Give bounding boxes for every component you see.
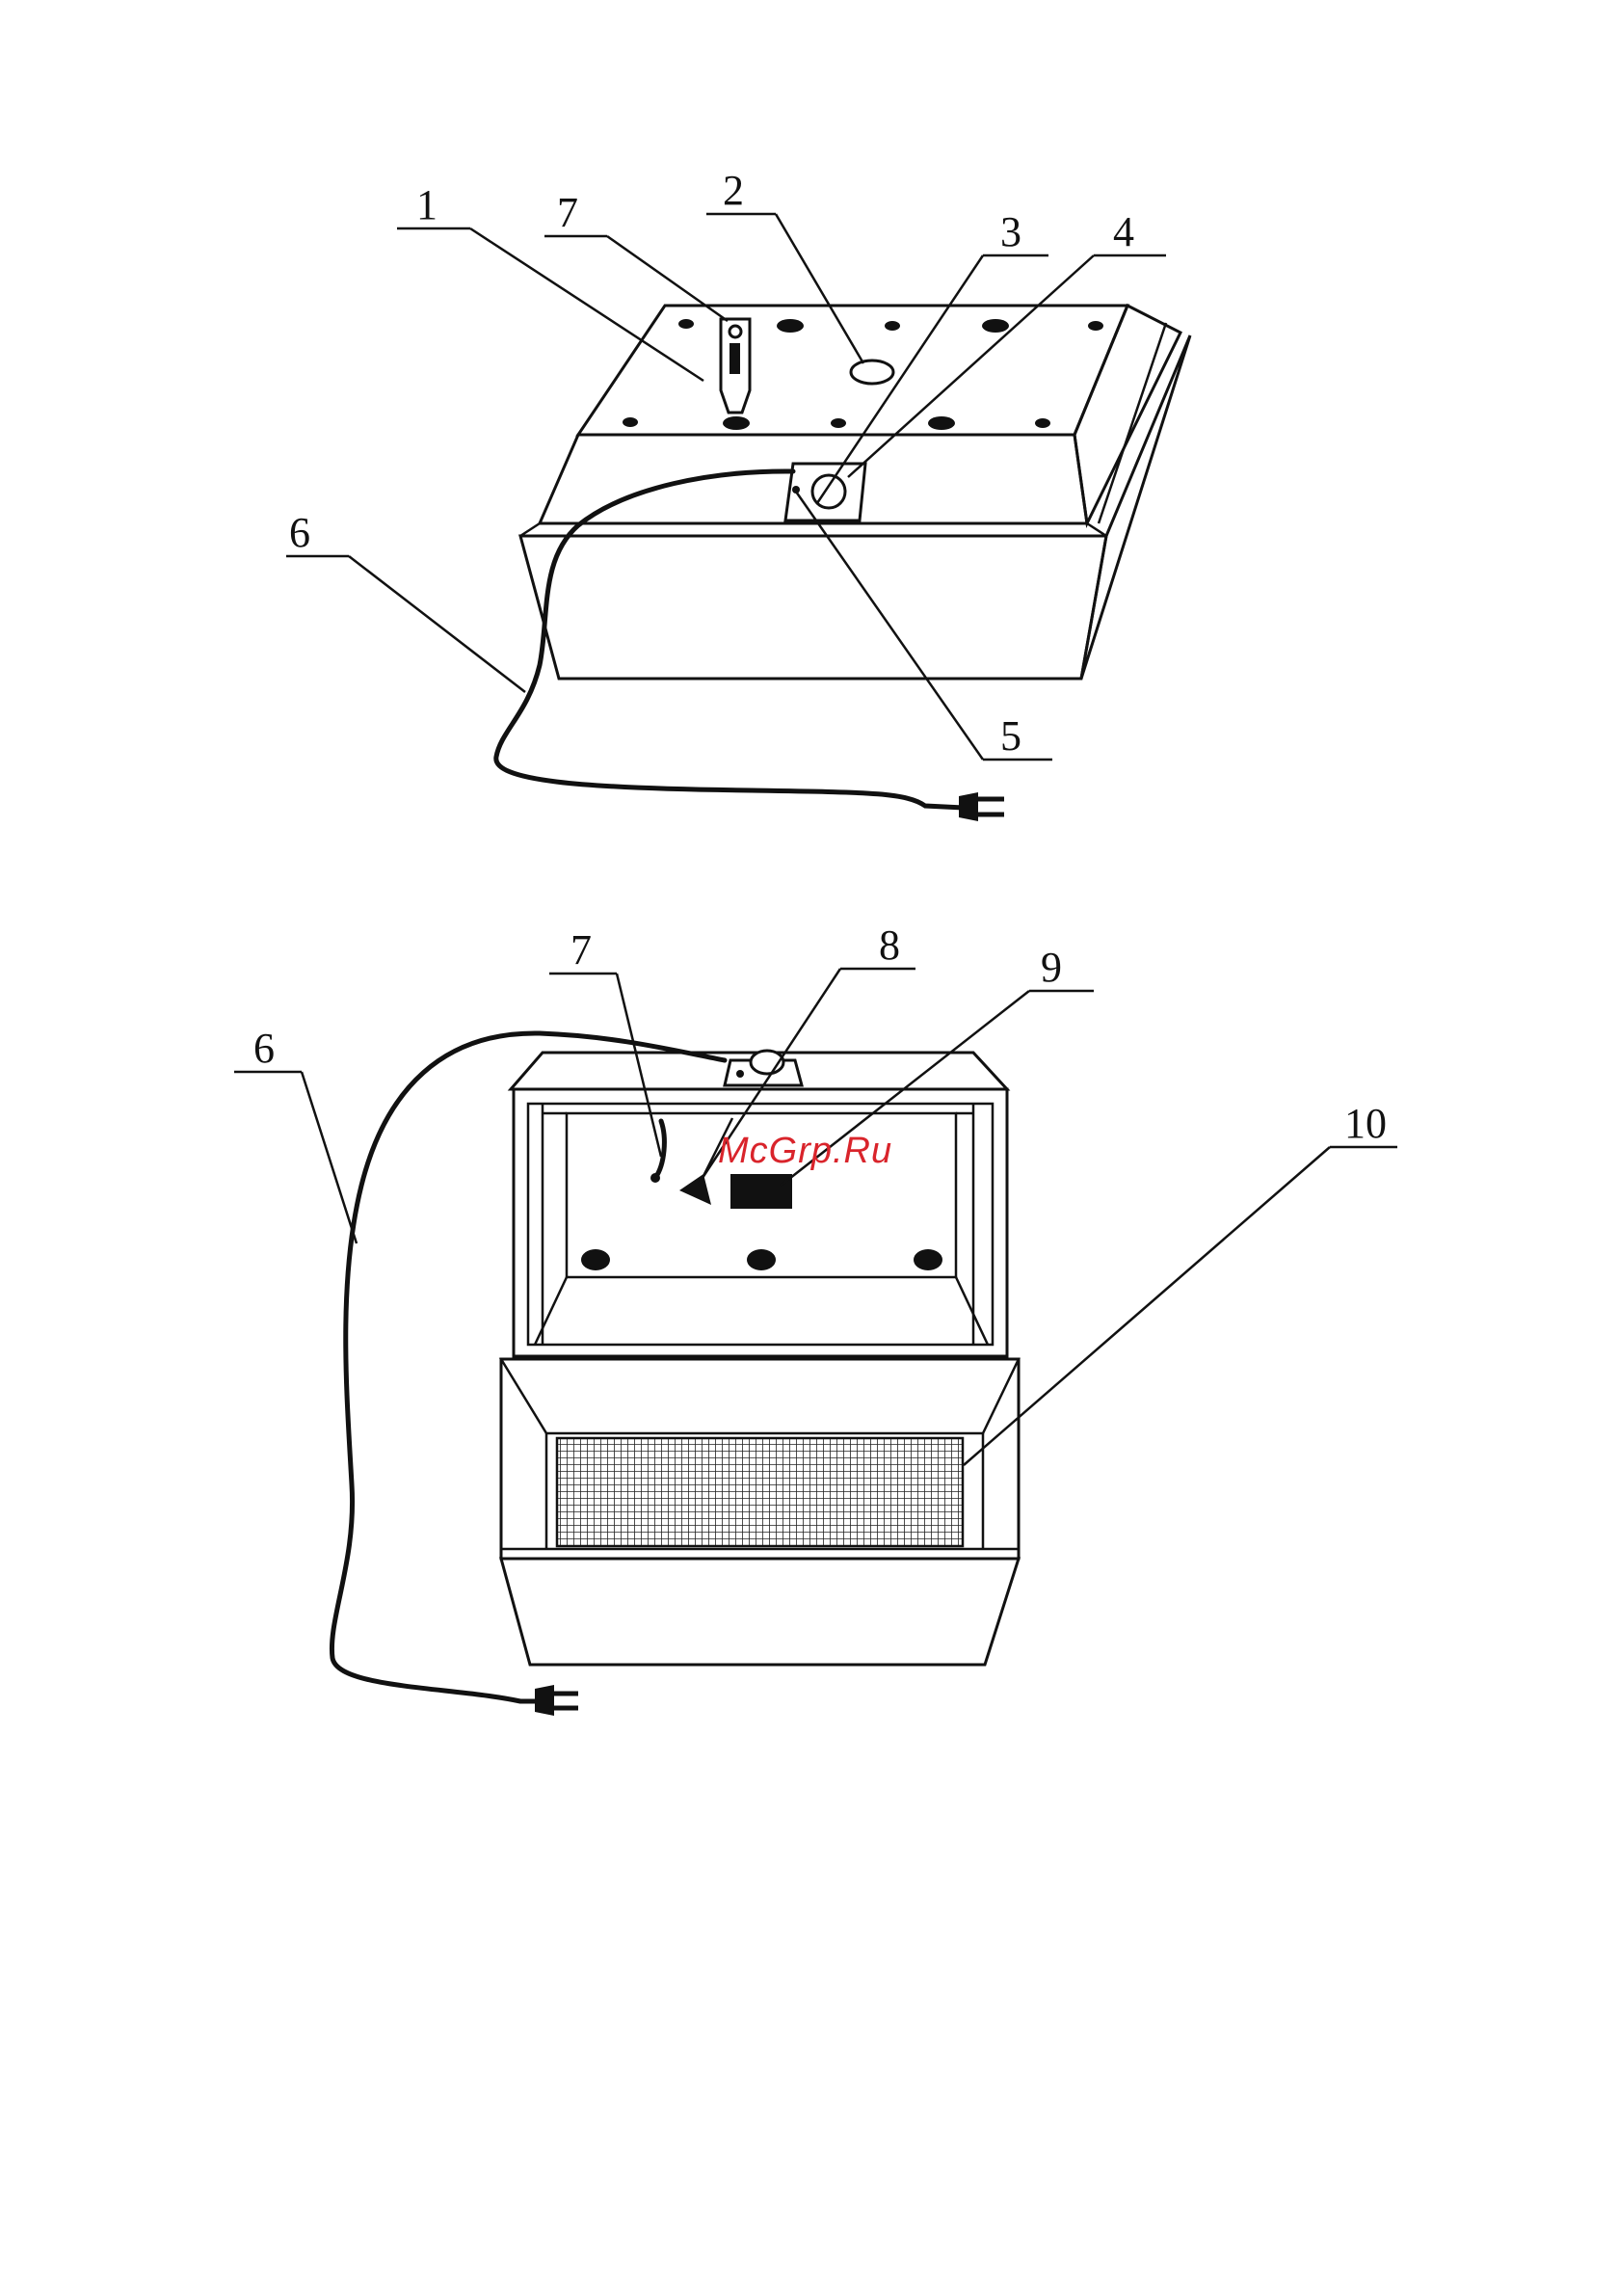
callout-5: 5	[1000, 712, 1021, 760]
indicator-lamp	[736, 1070, 744, 1078]
callout-6: 6	[253, 1025, 275, 1072]
vent-hole	[885, 321, 900, 331]
callout-6: 6	[289, 509, 310, 556]
base-front	[520, 536, 1106, 679]
open-lid-frame	[514, 1089, 1007, 1356]
lid-inner-bevel	[535, 1277, 567, 1345]
figure-top: 1 7 2 3 4 6 5	[286, 167, 1190, 821]
callout-9: 9	[1041, 944, 1062, 991]
callout-8: 8	[879, 921, 900, 969]
power-cord	[496, 471, 964, 808]
egg-mesh-grid	[557, 1438, 963, 1546]
plug-icon	[959, 792, 1004, 821]
watermark: McGrp.Ru	[718, 1131, 892, 1171]
callout-1: 1	[416, 181, 438, 228]
figure-bottom: 7 8 9 6 10 McGrp.Ru	[234, 921, 1397, 1716]
base-edge-right	[1087, 523, 1106, 536]
vent-hole	[831, 418, 846, 428]
leader-lines	[234, 969, 1397, 1465]
callout-7: 7	[570, 926, 592, 974]
thermometer-icon	[721, 319, 750, 413]
lamp-socket	[914, 1249, 942, 1270]
callout-7: 7	[557, 189, 578, 236]
callout-3: 3	[1000, 208, 1021, 255]
lamp-socket	[747, 1249, 776, 1270]
vent-hole	[982, 319, 1009, 333]
thermo-sensor	[679, 1174, 711, 1205]
base-body	[501, 1559, 1019, 1665]
lid-inner-bevel	[956, 1277, 988, 1345]
plug-icon	[535, 1685, 578, 1716]
inspection-window	[851, 360, 893, 384]
vent-hole	[678, 319, 694, 329]
lamp-socket	[581, 1249, 610, 1270]
vent-hole	[723, 416, 750, 430]
callout-4: 4	[1113, 208, 1134, 255]
lid-front	[540, 435, 1087, 523]
vent-hole	[1088, 321, 1103, 331]
vent-hole	[623, 417, 638, 427]
sensor-tip	[650, 1173, 660, 1183]
base-rim	[501, 1359, 1019, 1433]
heater-block	[730, 1174, 792, 1209]
vent-hole	[928, 416, 955, 430]
base-edge	[520, 523, 540, 536]
base-side	[1081, 335, 1190, 679]
callout-10: 10	[1344, 1100, 1387, 1147]
vent-hole	[777, 319, 804, 333]
callout-2: 2	[723, 167, 744, 214]
vent-hole	[1035, 418, 1050, 428]
